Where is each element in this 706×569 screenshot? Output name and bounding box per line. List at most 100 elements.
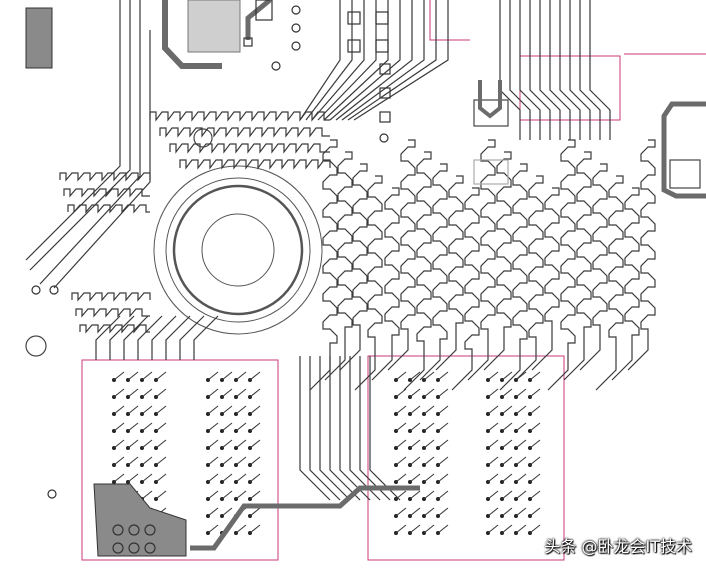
trace (403, 350, 425, 391)
trace (483, 330, 505, 371)
trace (451, 350, 473, 391)
trace (559, 0, 581, 140)
meander-trace (592, 163, 608, 330)
thick-trace-bottom (190, 485, 420, 551)
trace (299, 0, 341, 121)
trace (579, 330, 601, 371)
trace (589, 0, 611, 140)
watermark-text: 头条 @卧龙会IT技术 (544, 537, 692, 556)
component-top-left (187, 0, 241, 53)
trace (341, 0, 425, 121)
trace (539, 0, 561, 140)
circular-footprint (153, 165, 323, 335)
meander-trace (512, 163, 528, 350)
trace (179, 315, 205, 360)
trace (499, 0, 521, 140)
trace (323, 0, 389, 121)
meander-trace (71, 292, 151, 302)
trace (595, 350, 617, 391)
meander-trace (67, 204, 150, 214)
trace (419, 340, 441, 381)
trace (515, 340, 537, 381)
meander-trace (416, 151, 432, 350)
trace (329, 0, 401, 121)
trace (309, 356, 341, 501)
trace (305, 0, 353, 121)
trace (339, 330, 361, 371)
trace (335, 0, 413, 121)
meander-trace (159, 127, 330, 138)
meander-trace (63, 188, 150, 198)
meander-trace (496, 151, 512, 330)
trace (95, 315, 121, 360)
meander-trace (448, 175, 464, 330)
meander-trace (624, 187, 640, 340)
trace (339, 356, 371, 501)
trace (349, 356, 381, 501)
trace (499, 350, 521, 391)
trace (347, 0, 437, 121)
meander-trace (480, 139, 496, 340)
via-arrays (112, 371, 541, 535)
trace (353, 0, 449, 121)
trace (151, 315, 177, 360)
meander-trace (179, 159, 331, 170)
meander-trace (400, 139, 416, 330)
meander-trace (432, 163, 448, 340)
meander-trace (608, 175, 624, 350)
trace (569, 0, 591, 140)
thick-trace-top (162, 0, 222, 69)
trace (509, 0, 531, 140)
meander-trace (367, 175, 383, 350)
copper-pad-left (25, 7, 53, 69)
meander-trace (149, 111, 330, 122)
keepout-outlines (81, 0, 706, 561)
square-pads (243, 0, 391, 123)
trace (579, 0, 601, 140)
meander-trace (59, 172, 151, 182)
meander-trace (352, 163, 368, 330)
trace (611, 340, 633, 381)
trace (319, 356, 351, 501)
meander-traces (59, 0, 656, 501)
trace (137, 315, 163, 360)
meander-trace (169, 143, 330, 154)
trace (529, 0, 551, 140)
trace (165, 315, 191, 360)
trace (387, 330, 409, 371)
trace (123, 315, 149, 360)
meander-trace (322, 139, 338, 350)
meander-trace (576, 151, 592, 340)
trace (324, 340, 346, 381)
trace (627, 330, 649, 371)
meander-trace (384, 187, 400, 340)
trace (467, 340, 489, 381)
trace (519, 0, 541, 140)
trace (329, 356, 361, 501)
meander-trace (528, 175, 544, 340)
trace (531, 330, 553, 371)
trace (109, 315, 135, 360)
trace (547, 350, 569, 391)
meander-trace (79, 324, 150, 334)
meander-trace (75, 308, 150, 318)
trace (311, 0, 365, 121)
component-right (669, 159, 701, 189)
meander-trace (337, 151, 353, 340)
diagonal-bus-left (25, 0, 151, 289)
meander-trace (560, 139, 576, 350)
trace (435, 330, 457, 371)
copper-pour-bottom-left (93, 483, 187, 557)
meander-trace (464, 187, 480, 350)
trace (549, 0, 571, 140)
meander-trace (640, 139, 656, 330)
trace (299, 356, 331, 501)
trace (193, 315, 219, 360)
meander-trace (544, 187, 560, 330)
thick-trace-top-2 (245, 0, 272, 40)
test-points (31, 5, 389, 554)
trace (563, 340, 585, 381)
thick-trace-right (661, 101, 706, 199)
trace (354, 350, 376, 391)
